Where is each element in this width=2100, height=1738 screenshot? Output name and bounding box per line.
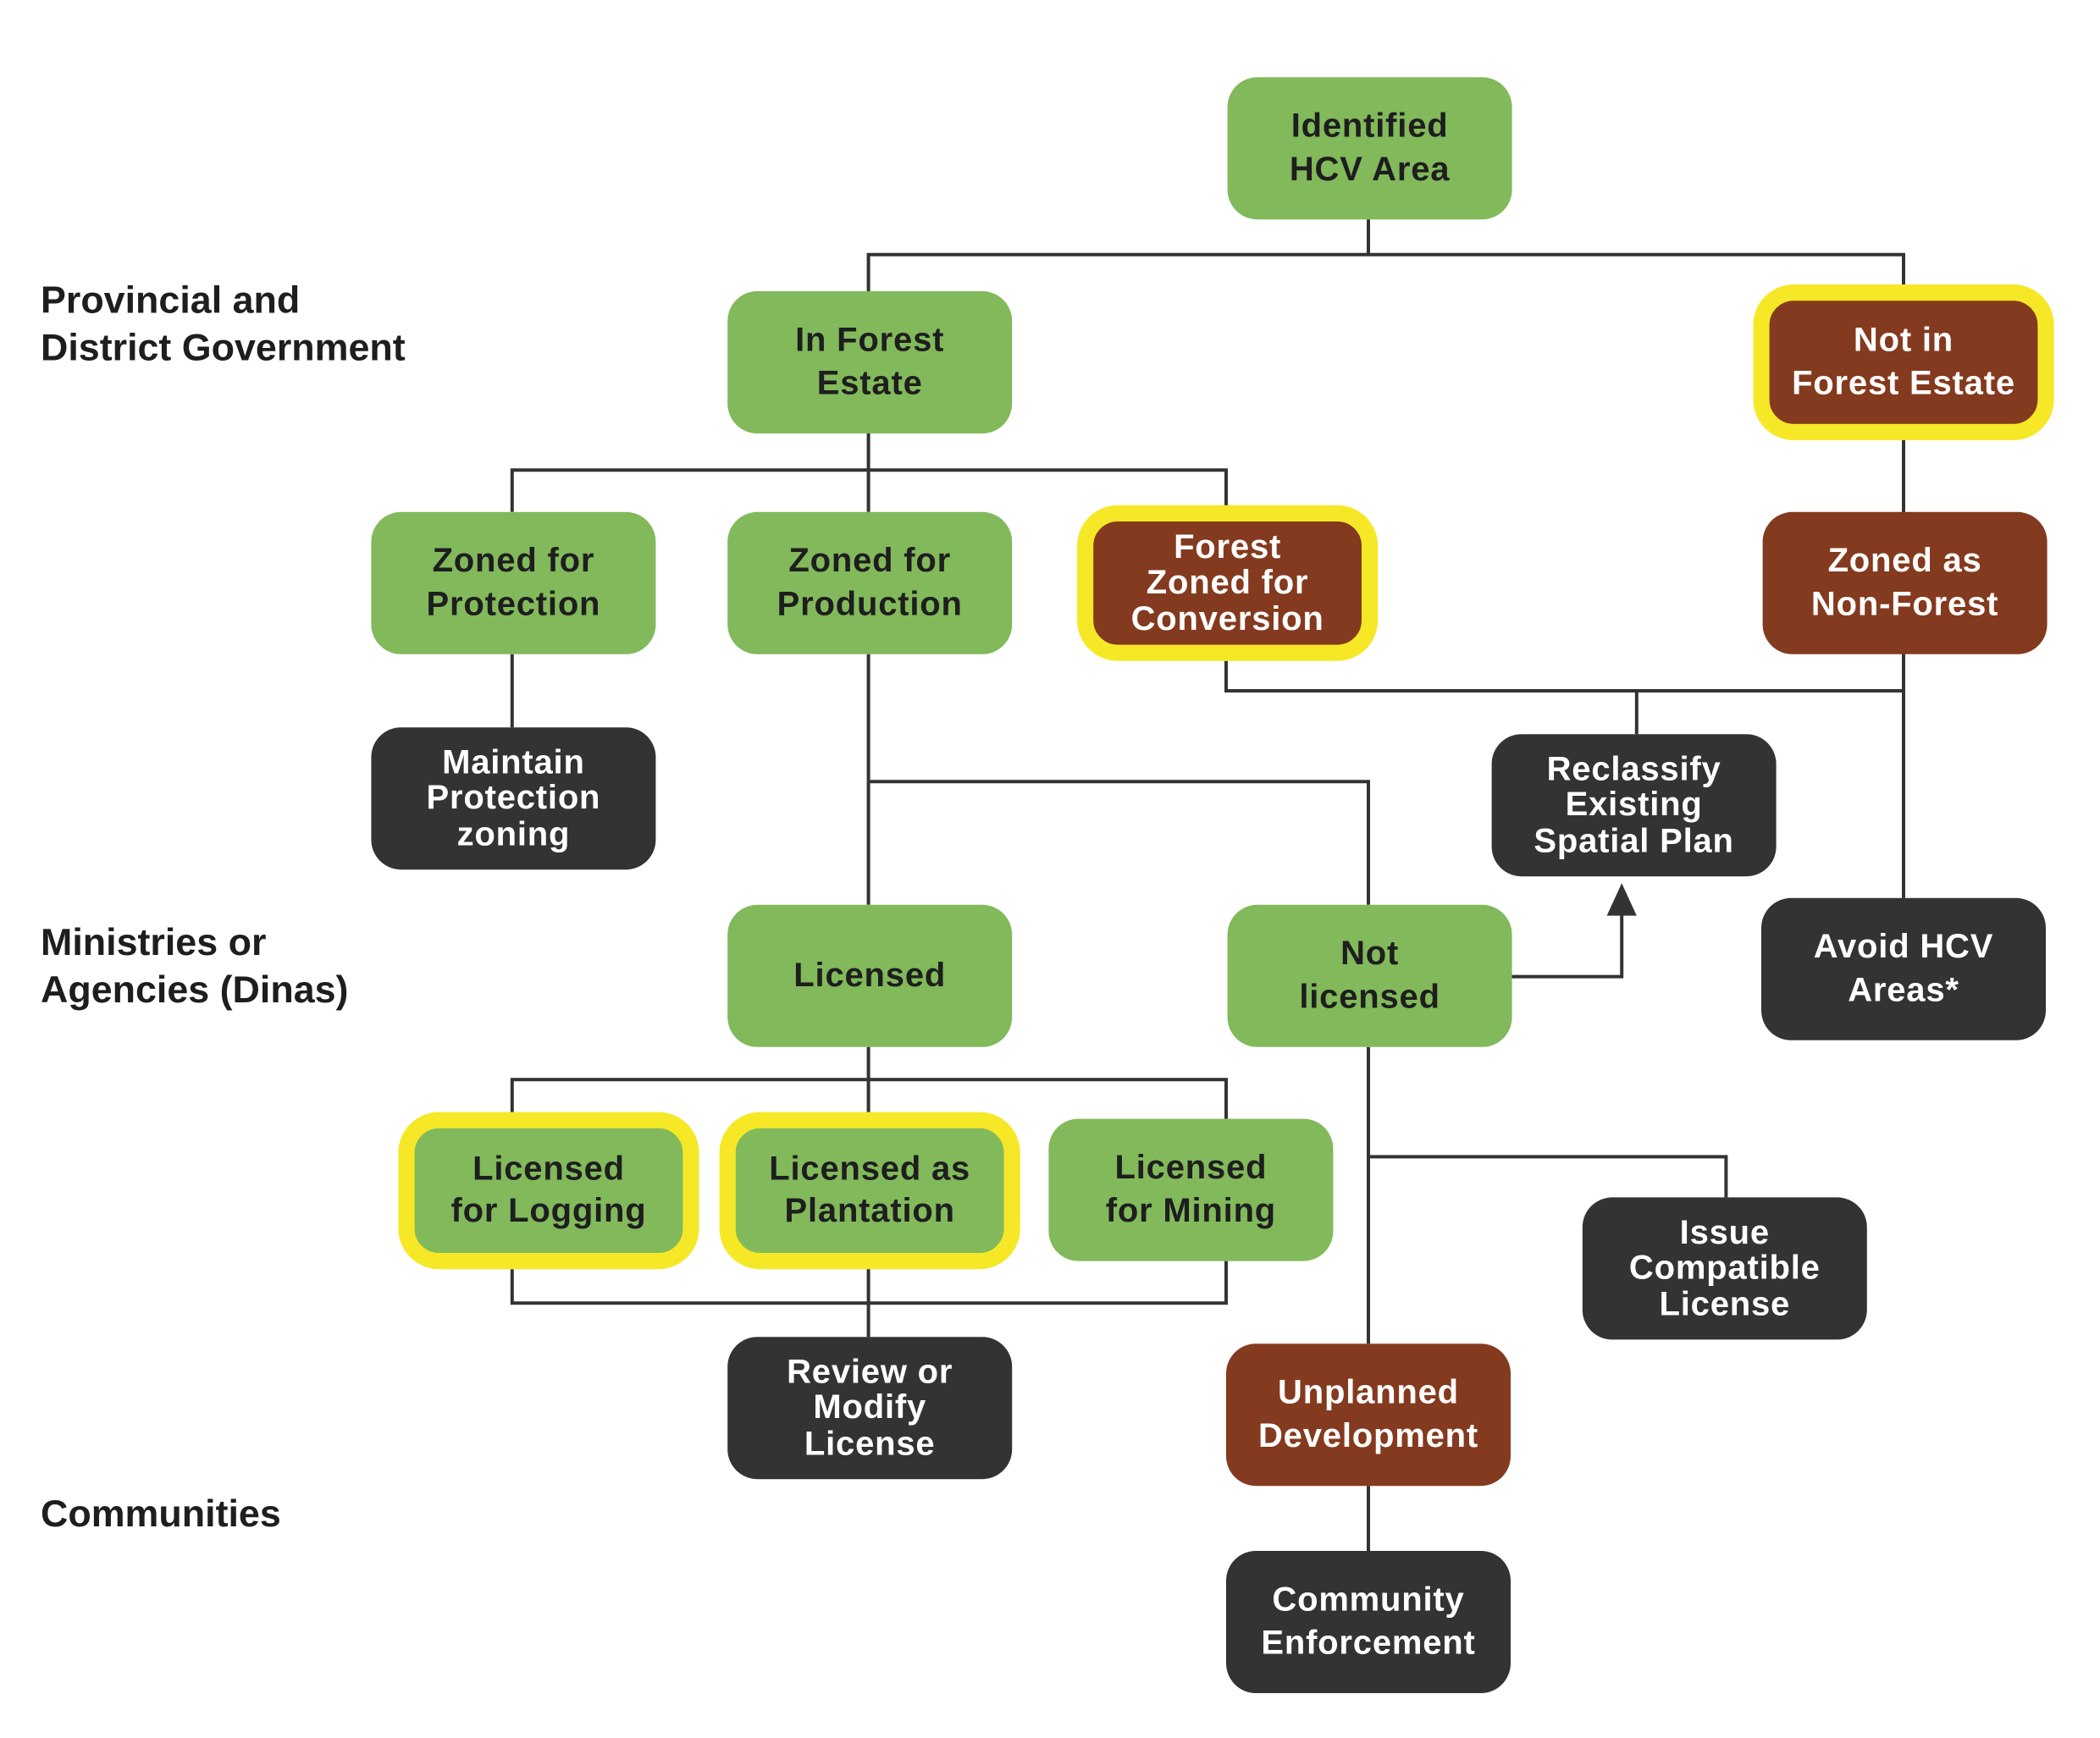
node-not-licensed: Not licensed [1227, 904, 1512, 1047]
node-review-or-modify-license: Review or Modify License [727, 1337, 1013, 1480]
connector-notlicensed-arrow [1511, 910, 1624, 979]
connector-licensed-merge [510, 1261, 1229, 1305]
connector-inforest-split [510, 468, 1229, 512]
node-zoned-as-non-forest: Zoned as Non-Forest [1762, 511, 2048, 654]
arrowhead-icon [1606, 883, 1637, 916]
node-not-in-forest-estate: Not in Forest Estate [1753, 284, 2054, 440]
node-in-forest-estate: In Forest Estate [727, 291, 1013, 433]
node-identified-hcv-area: Identified HCV Area [1227, 77, 1512, 220]
connector-issue-branch [1368, 1155, 1728, 1198]
node-zoned-for-protection: Zoned for Protection [371, 511, 656, 654]
node-reclassify-spatial-plan: Reclassify Existing Spatial Plan [1491, 734, 1777, 877]
tier-label-communities: Communities [41, 1492, 281, 1535]
connector-production-split [868, 780, 1371, 905]
node-unplanned-development: Unplanned Development [1226, 1344, 1511, 1487]
node-issue-compatible-license: Issue Compatible License [1582, 1197, 1867, 1340]
node-licensed-as-plantation: Licensed as Plantation [719, 1112, 1020, 1270]
tier-label-government: Provincial and District Government [41, 279, 406, 369]
connector-root-split [866, 252, 1906, 292]
node-maintain-protection-zoning: Maintain Protection zoning [371, 727, 656, 870]
node-licensed-for-mining: Licensed for Mining [1048, 1118, 1334, 1261]
node-licensed-for-logging: Licensed for Logging [398, 1112, 699, 1270]
tier-label-ministries: Ministries or Agencies (Dinas) [41, 921, 349, 1011]
node-zoned-for-production: Zoned for Production [727, 511, 1013, 654]
connector-conversion-merge [1224, 660, 1904, 693]
node-avoid-hcv-areas: Avoid HCV Areas* [1761, 897, 2046, 1040]
node-forest-zoned-for-conversion: Forest Zoned for Conversion [1077, 505, 1379, 661]
connector-licensed-split [510, 1078, 1229, 1119]
node-community-enforcement: Community Enforcement [1226, 1551, 1511, 1693]
node-licensed: Licensed [727, 904, 1013, 1047]
